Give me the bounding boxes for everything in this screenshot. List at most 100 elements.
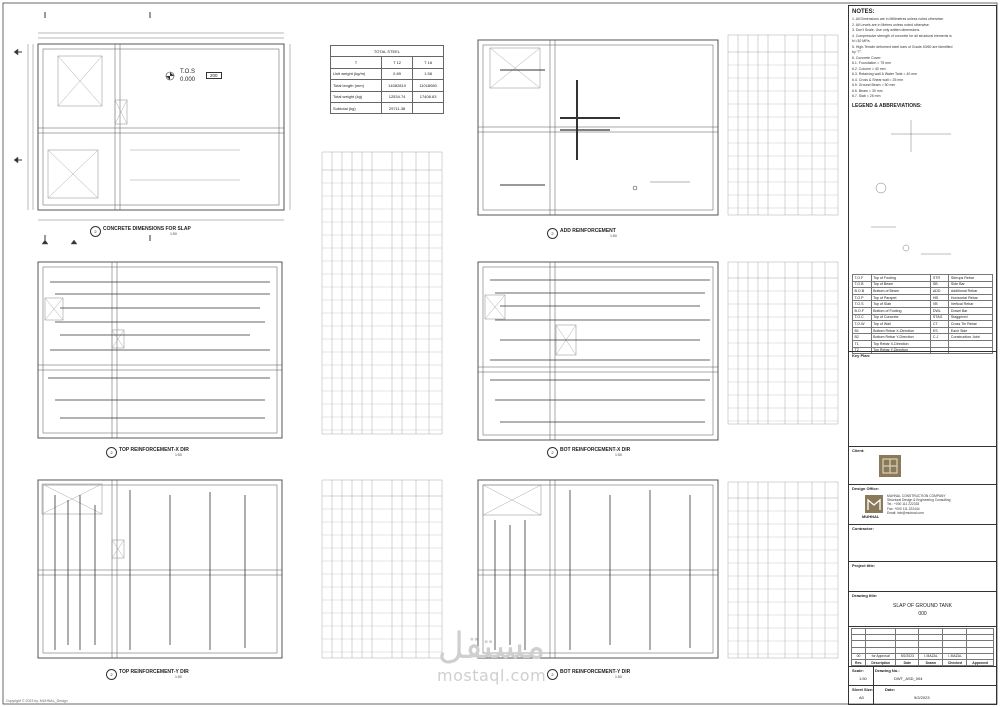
drawing-title: SLAP OF GROUND TANK: [893, 603, 952, 609]
abbreviation-cell: Cross Tie Rebar: [948, 320, 993, 328]
abbreviation-cell: T.O.W: [852, 320, 872, 328]
notes-heading: NOTES:: [852, 9, 875, 15]
abbreviation-cell: Top Rebar X-Direction: [870, 339, 932, 348]
note-item: 6.5. Ground Beam = 50 mm: [852, 83, 896, 87]
abbreviation-cell: Top of Slab: [870, 300, 932, 308]
note-item: 4. Compressive strength of concrete for …: [852, 33, 952, 38]
contractor-label: Contractor:: [852, 526, 874, 531]
steel-cell: 12534.74: [380, 90, 414, 103]
bot-x-title: BOT REINFORCEMENT-X DIR: [560, 447, 631, 453]
abbreviation-cell: T1: [852, 339, 872, 348]
add-reinf-number: 2: [547, 228, 558, 239]
steel-row-label: Unit weight (kg/m): [330, 67, 382, 81]
steel-cell: 29711.38: [380, 101, 414, 115]
revision-header: Date: [895, 658, 920, 667]
drawing-no-label: Drawing No.:: [875, 668, 900, 673]
concrete-dims-number: 2: [90, 226, 101, 237]
note-item: 6.6. Beam = 30 mm: [852, 88, 883, 93]
note-item: fc'=30 MPa.: [852, 39, 871, 43]
watermark-arabic: مستقل: [437, 626, 546, 667]
concrete-dims-title: CONCRETE DIMENSIONS FOR SLAP: [103, 226, 191, 232]
bot-reinforcement-x-plan: [477, 261, 719, 441]
abbreviation-cell: T.O.C: [852, 313, 872, 322]
total-steel-header: T 16: [412, 56, 444, 69]
abbreviation-cell: [930, 346, 950, 355]
steel-cell: 17408.63: [412, 90, 444, 103]
abbreviation-cell: T.O.F: [852, 274, 872, 282]
sheet-size: A0: [859, 695, 864, 700]
abbreviation-cell: [948, 346, 993, 355]
office-detail-line: Tel.: +000 111 222333: [887, 502, 920, 507]
abbreviation-cell: B2: [852, 333, 872, 341]
abbreviation-cell: C.J: [930, 333, 950, 341]
abbreviation-cell: Bottom of Footing: [870, 306, 932, 315]
concrete-dims-plan: [13, 12, 291, 245]
abbreviation-cell: T.O.B: [852, 280, 872, 289]
note-item: 6.7. Slab = 25 mm: [852, 94, 881, 98]
abbreviation-cell: B.O.F: [852, 306, 872, 315]
abbreviation-cell: HB: [930, 293, 950, 302]
top-reinforcement-x-plan: [37, 261, 283, 439]
total-steel-header: T: [330, 56, 382, 69]
bot-reinforcement-y-plan: [477, 479, 719, 659]
project-title-label: Project title:: [852, 563, 876, 568]
drawing-subtitle: 000: [918, 611, 927, 617]
steel-row-label: Total weight (kg): [330, 90, 382, 103]
rebar-schedule-4: [321, 479, 443, 659]
note-item: 1. All Dimensions are in Millimetres unl…: [852, 17, 945, 21]
legend-heading: LEGEND & ABBREVIATIONS:: [852, 103, 922, 109]
scale-value: 1:50: [859, 676, 867, 681]
abbreviation-cell: Top of Beam: [870, 280, 932, 289]
abbreviation-cell: [948, 339, 993, 348]
abbreviation-cell: [930, 339, 950, 348]
abbreviation-cell: Bottom Rebar Y-Direction: [870, 333, 932, 341]
concrete-dims-scale: 1:50: [170, 232, 177, 236]
note-item: 6. Concrete Cover:: [852, 55, 882, 60]
total-steel-table: TOTAL STEEL T T 12 T 16 Unit weight (kg/…: [330, 44, 444, 115]
note-item: 6.3. Retaining wall & Water Tank = 40 mm: [852, 72, 918, 76]
abbreviation-cell: CT: [930, 320, 950, 328]
abbreviation-cell: ES: [930, 326, 950, 335]
note-item: by "T".: [852, 50, 863, 54]
client-label: Client:: [852, 448, 865, 453]
note-item: 2. All Levels are in Metres unless noted…: [852, 22, 930, 27]
abbreviation-cell: T.O.P: [852, 293, 872, 302]
rebar-schedule-1: [321, 151, 443, 435]
copyright: Copyright © 2023 by: MUHNAL_Design: [6, 699, 68, 703]
office-detail-line: MUHNAL CONSTRUCTION COMPANY: [887, 494, 946, 498]
drawing-title-label: Drawing title:: [852, 593, 878, 598]
office-logo: [865, 495, 883, 513]
office-detail-line: Structural Design & Engineering Consulti…: [887, 498, 951, 503]
sheet-size-label: Sheet Size:: [852, 687, 874, 692]
abbreviation-cell: STAG: [930, 313, 950, 322]
abbreviation-cell: Top of Footing: [870, 274, 932, 282]
rebar-schedule-2: [727, 34, 839, 216]
abbreviation-cell: DWL: [930, 306, 950, 315]
bot-x-number: 2: [547, 447, 558, 458]
drawing-no: DWT_ASD_004: [894, 676, 923, 681]
abbreviation-cell: B.O.B: [852, 287, 872, 295]
revision-header: Description: [864, 658, 897, 667]
office-name: MUHNAL: [862, 514, 880, 519]
note-item: 6.4. Cross & Shear wall = 25 mm: [852, 77, 904, 82]
abbreviation-cell: Additional Rebar: [948, 287, 993, 295]
bot-x-scale: 1:50: [615, 453, 622, 457]
note-item: 6.2. Column = 40 mm: [852, 66, 886, 71]
design-office-label: Design Office:: [852, 486, 880, 491]
top-x-title: TOP REINFORCEMENT-X DIR: [119, 447, 189, 453]
top-x-number: 2: [106, 447, 117, 458]
add-reinforcement-plan: [477, 39, 719, 216]
